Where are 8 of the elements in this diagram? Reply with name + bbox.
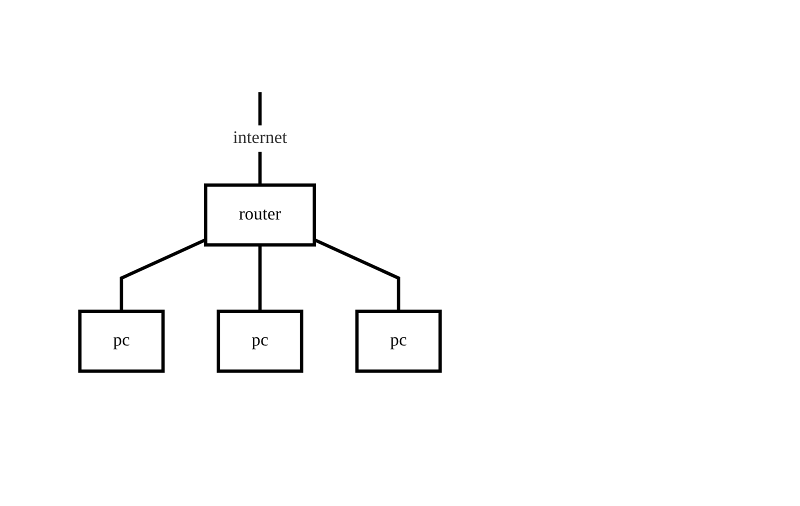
connector bbox=[120, 238, 206, 312]
node-box: pc bbox=[355, 310, 442, 373]
node-box: pc bbox=[78, 310, 165, 373]
node-box: pc bbox=[216, 310, 304, 373]
edge-label: internet bbox=[232, 128, 288, 148]
connector bbox=[314, 238, 400, 312]
connector bbox=[258, 244, 262, 312]
node-box: router bbox=[204, 183, 316, 247]
